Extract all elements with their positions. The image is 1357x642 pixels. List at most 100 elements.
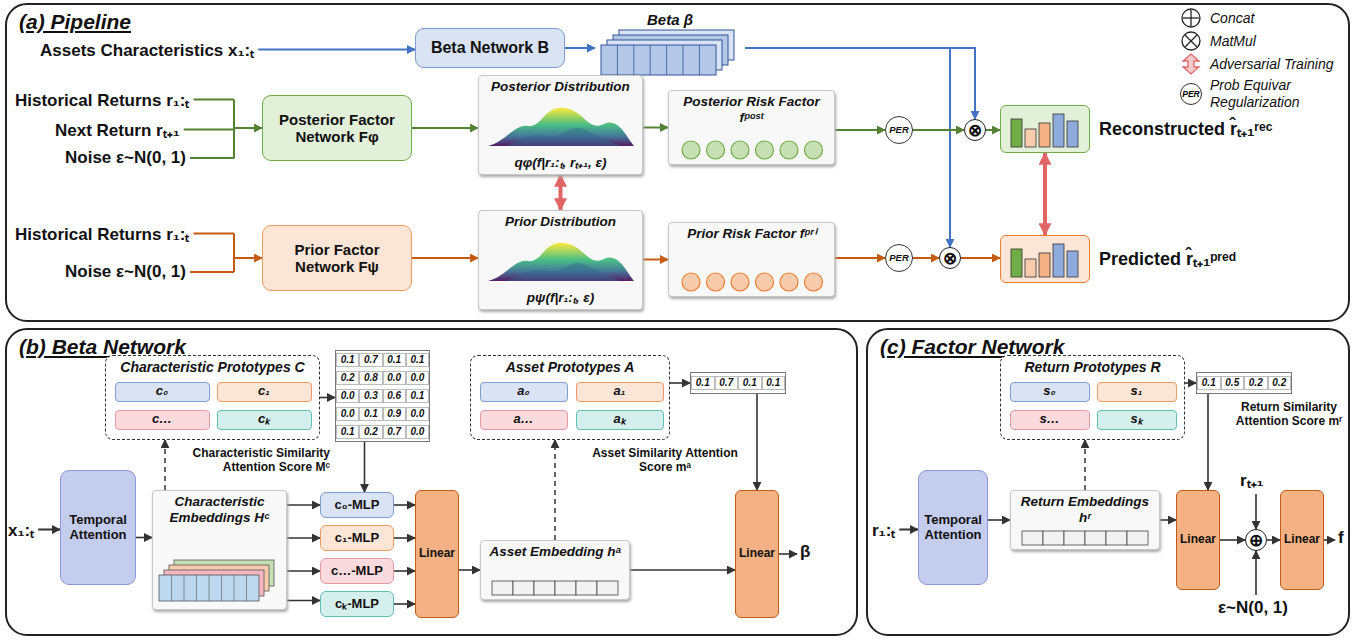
score-cell: 0.2 — [1268, 376, 1292, 390]
input-arrow — [234, 127, 262, 129]
connector — [394, 504, 415, 506]
score-cell: 0.1 — [691, 376, 715, 390]
node-text: Linear — [419, 547, 455, 561]
connector — [554, 440, 556, 540]
input-arrow — [1255, 551, 1257, 595]
connector — [1185, 382, 1196, 384]
connector — [459, 569, 480, 571]
prototype-group: Return Prototypes R s₀ s₁ s… sₖ — [1000, 355, 1185, 440]
mlp-box: cₖ-MLP — [320, 591, 394, 617]
connector — [643, 259, 668, 261]
input-arrow — [190, 271, 234, 273]
connector — [412, 127, 478, 129]
characteristic-embeddings: Characteristic Embeddings Hᶜ — [152, 490, 287, 610]
node-text: Return Prototypes R — [1024, 359, 1160, 375]
linear-layer: Linear — [1176, 490, 1220, 590]
matmul-symbol — [1180, 30, 1202, 52]
prototype-chip: s₁ — [1097, 382, 1177, 402]
posterior-risk-factor: Posterior Risk Factor fᵖᵒˢᵗ — [668, 90, 835, 165]
illustration — [1005, 110, 1085, 148]
node-text: Linear — [1180, 533, 1216, 547]
mlp-box: c₀-MLP — [320, 492, 394, 518]
node-text: ⊗ — [943, 250, 957, 267]
connector — [287, 504, 320, 506]
score-cell: 0.7 — [715, 376, 739, 390]
node-text: a₁ — [614, 384, 626, 399]
illustration — [157, 558, 283, 606]
node-text: Prior Factor Network Fψ — [266, 241, 408, 276]
input-arrow — [1324, 539, 1335, 541]
beta-network-box: Beta Network B — [415, 28, 565, 68]
connector — [1207, 394, 1209, 490]
label: f — [1338, 528, 1344, 548]
node-text: PER — [889, 125, 909, 136]
prototype-chip: c₁ — [217, 382, 312, 402]
node-text: qφ(f|r₁:ₜ, rₜ₊₁, ε) — [515, 155, 607, 171]
asset-embedding: Asset Embedding hᵃ — [480, 540, 630, 600]
node-text: s… — [1039, 412, 1059, 427]
label: Next Return rₜ₊₁ — [55, 118, 180, 141]
linear-layer: Linear — [1280, 490, 1324, 590]
connector — [1043, 153, 1047, 235]
node-text: Return Embeddings hʳ — [1014, 494, 1156, 525]
score-cell: 0.1 — [336, 425, 359, 439]
connector — [1267, 539, 1280, 541]
connector — [913, 129, 964, 131]
reconstructed-returns: Reconstructed r̂ₜ₊₁ʳᵉᶜ — [1000, 105, 1090, 153]
connector — [559, 175, 563, 210]
input-arrow — [899, 529, 918, 531]
connector — [565, 47, 595, 49]
legend-text: MatMul — [1210, 33, 1350, 50]
per-circle: PER — [885, 244, 913, 272]
node-text: Posterior Distribution — [491, 79, 630, 95]
score-cell: 0.7 — [359, 353, 382, 367]
prototype-chip: s… — [1010, 410, 1090, 430]
connector — [961, 257, 1000, 259]
factor-network-panel: (c) Factor NetworkTemporal AttentionRetu… — [866, 328, 1350, 636]
node-text: ⊕ — [1249, 532, 1263, 549]
node-text: s₀ — [1043, 384, 1055, 399]
connector — [630, 569, 735, 571]
label: Noise ε~N(0, 1) — [65, 262, 186, 282]
node-text: a… — [513, 412, 533, 427]
legend-sample — [1178, 54, 1204, 74]
node-text: c₀-MLP — [335, 498, 380, 513]
mlp-box: c₁-MLP — [320, 525, 394, 551]
linear-layer: Linear — [415, 490, 459, 618]
score-cell: 0.3 — [359, 389, 382, 403]
attention-matrix: 0.10.70.10.10.20.80.00.00.00.30.60.10.00… — [335, 350, 430, 442]
matmul-op: ⊗ — [939, 247, 961, 269]
score-cell: 0.1 — [406, 353, 429, 367]
node-text: Reconstructed r̂ₜ₊₁ʳᵉᶜ — [1099, 119, 1273, 140]
label: β — [800, 542, 810, 562]
input-arrow — [233, 234, 235, 273]
connector — [320, 397, 335, 399]
connector — [412, 257, 478, 259]
node-text: Asset Embedding hᵃ — [489, 544, 620, 560]
node-text: Posterior Risk Factor fᵖᵒˢᵗ — [672, 94, 831, 125]
node-text: sₖ — [1130, 412, 1142, 427]
score-cell: 0.0 — [383, 371, 406, 385]
adversarial-symbol — [1179, 53, 1203, 75]
connector — [670, 382, 690, 384]
connector — [364, 442, 366, 492]
prior-risk-factor: Prior Risk Factor fᵖʳⁱ — [668, 222, 835, 297]
label: ε~N(0, 1) — [1218, 598, 1288, 618]
attention-vector: 0.10.70.10.1 — [690, 372, 786, 394]
node-text: Characteristic Prototypes C — [120, 359, 304, 375]
node-text: aₖ — [613, 412, 625, 427]
predicted-returns: Predicted r̂ₜ₊₁ᵖʳᵉᵈ — [1000, 235, 1090, 283]
score-cell: 0.5 — [1221, 376, 1245, 390]
legend-item: MatMul — [1178, 31, 1350, 51]
legend-item: PERProb Equivar Regularization — [1178, 77, 1350, 111]
connector — [986, 129, 1000, 131]
label: Noise ε~N(0, 1) — [65, 148, 186, 168]
score-cell: 0.1 — [383, 353, 406, 367]
node-text: Linear — [739, 547, 775, 561]
input-arrow — [184, 129, 234, 131]
node-text: cₖ — [258, 412, 270, 427]
per-symbol: PER — [1180, 83, 1202, 105]
prototype-chip: s₀ — [1010, 382, 1090, 402]
connector — [287, 600, 320, 602]
label: Assets Characteristics x₁:ₜ — [40, 38, 254, 61]
